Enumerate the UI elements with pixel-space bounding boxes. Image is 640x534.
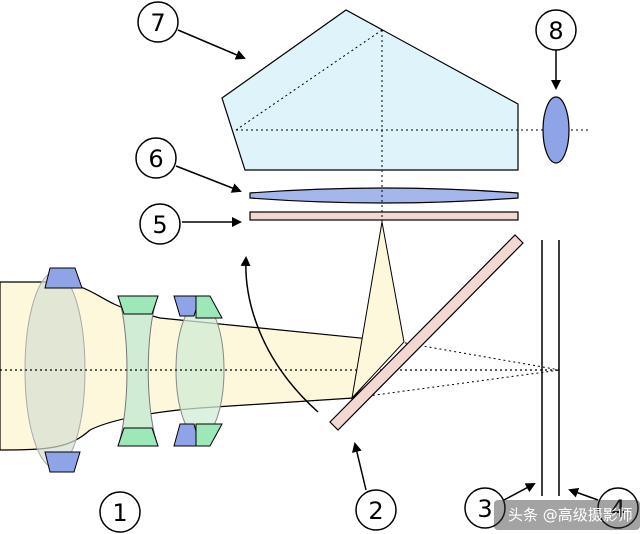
label-circle-3 <box>464 487 506 529</box>
rear-lens-blue-top <box>173 295 201 317</box>
label-6: 6 <box>148 145 163 173</box>
focusing-screen <box>249 211 519 221</box>
label-1: 1 <box>112 499 127 527</box>
reflex-mirror <box>329 234 524 431</box>
label-circle-2 <box>355 489 397 531</box>
pointer-6 <box>175 165 242 193</box>
mirror-swing-arc <box>240 256 319 413</box>
label-4: 4 <box>610 495 625 523</box>
front-lens-bottom-cap <box>44 451 81 473</box>
label-circle-7 <box>137 1 179 43</box>
watermark-text: 头条 @高级摄影师 <box>508 506 633 524</box>
label-3: 3 <box>477 495 492 523</box>
watermark-bg <box>494 500 640 530</box>
rear-lens-green-top <box>195 295 223 319</box>
label-circle-1 <box>99 491 141 533</box>
label-7: 7 <box>150 9 165 37</box>
pentaprism <box>221 9 519 171</box>
label-circle-4 <box>597 487 639 529</box>
eyepiece-lens <box>542 96 570 164</box>
label-circle-6 <box>135 137 177 179</box>
pointer-3 <box>503 483 536 501</box>
reflected-beam <box>351 221 405 400</box>
rear-lens-green-bottom <box>195 423 223 447</box>
label-circle-5 <box>139 203 181 245</box>
pointer-4 <box>568 487 599 501</box>
label-2: 2 <box>368 497 383 525</box>
label-8: 8 <box>548 17 563 45</box>
label-5: 5 <box>152 211 167 239</box>
pointer-7 <box>177 29 246 60</box>
concave-lens-top-cap <box>117 295 159 315</box>
condenser-lens <box>249 187 519 204</box>
pointer-2 <box>351 442 367 491</box>
concave-lens-bottom-cap <box>117 427 159 447</box>
front-lens-top-cap <box>44 267 83 289</box>
ray-to-sensor-top <box>399 341 561 371</box>
